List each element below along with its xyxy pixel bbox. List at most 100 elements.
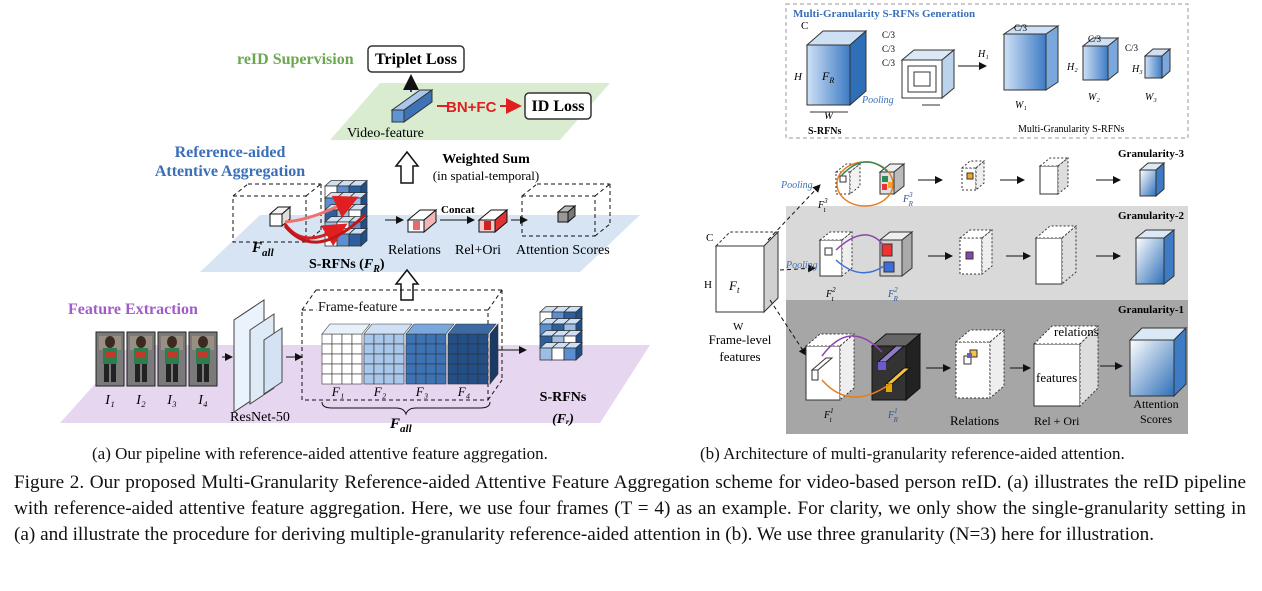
pooling-g2-label: Pooling bbox=[785, 260, 818, 271]
h-label: H bbox=[793, 71, 803, 83]
frame-feature-label-1: F₁ bbox=[331, 384, 344, 399]
f-all-voxel bbox=[268, 205, 292, 228]
ft-c-label: C bbox=[706, 232, 713, 244]
c3-label-1: C/3 bbox=[882, 30, 896, 40]
f-all-bottom-label: Fall bbox=[389, 416, 413, 435]
attention-voxel bbox=[556, 204, 577, 224]
w2-label: W₂ bbox=[1088, 92, 1100, 103]
g1-fr-cube bbox=[870, 332, 922, 402]
attention-scores-label: Attention Scores bbox=[516, 243, 610, 258]
relations-bar bbox=[406, 208, 438, 234]
granularity-1-label: Granularity-1 bbox=[1118, 304, 1184, 316]
granularity-2-label: Granularity-2 bbox=[1118, 210, 1184, 222]
bn-fc-label: BN+FC bbox=[446, 99, 497, 116]
s-rfns-cube-bottom bbox=[538, 305, 584, 361]
g1-relations-cube bbox=[954, 328, 1006, 400]
s-rfns-bottom-label: S-RFNs bbox=[540, 390, 587, 405]
features-lc-label: features bbox=[1036, 370, 1077, 385]
g3-relations-cube bbox=[960, 159, 986, 192]
concat-label: Concat bbox=[441, 204, 475, 216]
frame-feature-label-4: F₄ bbox=[457, 384, 471, 399]
s-rfns-cube bbox=[323, 179, 369, 247]
ref-aided-title-1: Reference-aided bbox=[175, 144, 286, 161]
figure-caption: Figure 2. Our proposed Multi-Granularity… bbox=[14, 472, 1246, 545]
fr-label: FR bbox=[821, 69, 834, 85]
f-all-dashed-cube bbox=[232, 183, 322, 243]
relations-lc-label: relations bbox=[1054, 324, 1099, 339]
g1-relori-label: Rel + Ori bbox=[1034, 414, 1080, 428]
g1-relori-cube bbox=[1032, 324, 1100, 408]
g2-fr-cube bbox=[878, 230, 914, 278]
resnet-label: ResNet-50 bbox=[230, 410, 290, 425]
relations-label: Relations bbox=[388, 243, 441, 258]
f-all-label: Fall bbox=[251, 240, 275, 259]
ft-label: Ft bbox=[728, 278, 740, 295]
triplet-loss-label: Triplet Loss bbox=[375, 51, 457, 68]
frame-feature-grids bbox=[321, 323, 499, 385]
c3-g1-label: C/3 bbox=[1014, 23, 1028, 33]
w-label: W bbox=[824, 110, 834, 122]
h2-label: H₂ bbox=[1066, 62, 1078, 73]
scores-label: Scores bbox=[1140, 412, 1172, 426]
g2-relori-cube bbox=[1034, 224, 1078, 286]
frame-index-2: I₂ bbox=[135, 393, 146, 408]
granularity-cube-1 bbox=[1002, 25, 1060, 91]
fr-paren-label: (Fᵣ) bbox=[552, 412, 574, 427]
ref-aided-title-2: Attentive Aggregation bbox=[155, 163, 305, 180]
g3-ft-cube bbox=[834, 162, 862, 196]
figure-canvas: reID Supervision Triplet Loss BN+FC ID L… bbox=[60, 3, 1189, 435]
input-frames bbox=[95, 331, 218, 387]
g1-relations-label: Relations bbox=[950, 413, 999, 428]
ft-cube bbox=[714, 230, 780, 314]
c3-g2-label: C/3 bbox=[1088, 34, 1102, 44]
reid-supervision-label: reID Supervision bbox=[237, 51, 354, 68]
pooling-g3-label: Pooling bbox=[780, 180, 813, 191]
g2-attention-cube bbox=[1134, 228, 1176, 286]
pooling-label: Pooling bbox=[861, 95, 894, 106]
id-loss-box bbox=[524, 92, 592, 120]
frame-level-label-1: Frame-level bbox=[709, 332, 772, 347]
mg-generation-title: Multi-Granularity S-RFNs Generation bbox=[793, 8, 975, 20]
frame-index-4: I₄ bbox=[197, 393, 208, 408]
s-rfns-fr-label: S-RFNs (FR) bbox=[309, 257, 385, 275]
pooled-stack bbox=[900, 48, 956, 100]
frame-to-srfn-arrow bbox=[394, 268, 420, 301]
weighted-sum-label: Weighted Sum bbox=[442, 152, 530, 167]
g3-relori-cube bbox=[1038, 156, 1070, 196]
granularity-cube-3 bbox=[1143, 47, 1172, 80]
attention-dashed-cube bbox=[521, 183, 611, 237]
frame-index-3: I₃ bbox=[166, 393, 177, 408]
granularity-3-label: Granularity-3 bbox=[1118, 148, 1184, 160]
f-all-brace bbox=[321, 401, 491, 416]
ft-h-label: H bbox=[704, 279, 712, 291]
attention-label: Attention bbox=[1133, 397, 1178, 411]
g2-relations-cube bbox=[958, 228, 994, 276]
aggregation-plane bbox=[200, 215, 640, 272]
h3-label: H₃ bbox=[1131, 64, 1143, 75]
spatial-temporal-label: (in spatial-temporal) bbox=[433, 168, 540, 183]
frame-feature-label-3: F₃ bbox=[415, 384, 428, 399]
granularity-cube-2 bbox=[1081, 36, 1120, 82]
w1-label: W₁ bbox=[1015, 100, 1027, 111]
g1-attention-cube bbox=[1128, 326, 1188, 398]
resnet-block bbox=[233, 299, 283, 413]
c-label: C bbox=[801, 20, 808, 32]
subcaption-a: (a) Our pipeline with reference-aided at… bbox=[92, 444, 548, 463]
relation-arc-3 bbox=[283, 213, 367, 244]
g1-ft-cube bbox=[804, 332, 856, 402]
c3-label-3: C/3 bbox=[882, 58, 896, 68]
g3-attention-cube bbox=[1138, 161, 1166, 198]
id-loss-label: ID Loss bbox=[532, 98, 585, 115]
c3-g3-label: C/3 bbox=[1125, 43, 1139, 53]
c3-label-2: C/3 bbox=[882, 44, 896, 54]
relation-arc-2 bbox=[284, 195, 359, 224]
mg-srfns-label: Multi-Granularity S-RFNs bbox=[1018, 124, 1124, 135]
feature-extraction-label: Feature Extraction bbox=[68, 301, 198, 318]
triplet-loss-box bbox=[367, 45, 465, 73]
